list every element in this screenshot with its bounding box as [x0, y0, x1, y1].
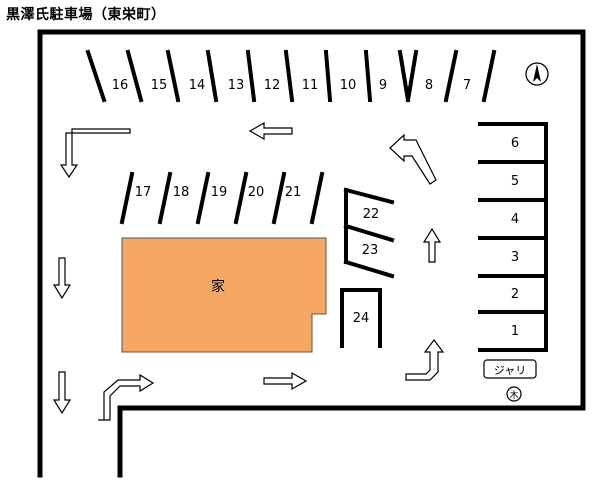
spot-label: 10 — [340, 78, 357, 93]
spot-label: 7 — [463, 78, 471, 93]
spot-label: 15 — [151, 78, 168, 93]
right-arrow-icon — [263, 371, 308, 391]
spot-label: 24 — [353, 311, 370, 326]
spot-label: 22 — [363, 207, 380, 222]
spot-label: 5 — [511, 174, 519, 189]
middle-spot-labels: 17 18 19 20 21 — [135, 185, 302, 200]
spot-label: 18 — [173, 185, 190, 200]
turn-arrow-icon — [405, 339, 445, 381]
bicycle-area-box — [483, 359, 537, 379]
north-arrow-icon — [525, 62, 549, 86]
spot-label: 9 — [379, 78, 387, 93]
page-title: 黒澤氏駐車場（東栄町） — [6, 7, 166, 23]
right-spot-labels: 6 5 4 3 2 1 — [511, 136, 519, 339]
turn-arrow-icon — [59, 128, 131, 179]
traffic-arrows — [52, 121, 445, 421]
down-arrow-icon — [52, 371, 72, 415]
top-spot-labels: 16 15 14 13 12 11 10 9 8 7 — [112, 78, 471, 93]
middle-spot-dividers — [119, 171, 325, 225]
spot-label: 19 — [211, 185, 228, 200]
spot-label: 8 — [425, 78, 433, 93]
house-label: 家 — [211, 278, 225, 295]
top-spot-dividers — [85, 49, 497, 103]
left-arrow-icon — [248, 121, 293, 141]
spot-label: 6 — [511, 136, 519, 151]
spot-label: 11 — [302, 78, 319, 93]
spot-label: 1 — [511, 324, 519, 339]
spot-label: 20 — [248, 185, 265, 200]
spot-label: 3 — [511, 250, 519, 265]
spot-label: 12 — [264, 78, 281, 93]
spot-label: 17 — [135, 185, 152, 200]
tree-icon — [506, 386, 522, 402]
slant-spot-labels: 22 23 — [362, 207, 380, 258]
bicycle-area-label: ジャリ — [494, 364, 526, 377]
tree-symbol: 木 — [509, 389, 518, 401]
turn-arrow-icon — [389, 133, 437, 185]
spot-label: 13 — [228, 78, 245, 93]
spot-label: 2 — [511, 287, 519, 302]
spot-label: 16 — [112, 78, 129, 93]
spot-label: 4 — [511, 212, 519, 227]
spot-label: 14 — [189, 78, 206, 93]
down-arrow-icon — [52, 257, 72, 300]
lot-boundary — [37, 29, 586, 478]
right-spot-lines — [478, 122, 548, 352]
turn-arrow-icon — [98, 373, 155, 421]
spot-label: 21 — [285, 185, 302, 200]
slant-spot-lines — [343, 187, 395, 279]
up-arrow-icon — [422, 227, 442, 263]
house-block — [121, 237, 327, 353]
spot-24-box — [340, 288, 382, 348]
spot-label: 23 — [362, 243, 379, 258]
